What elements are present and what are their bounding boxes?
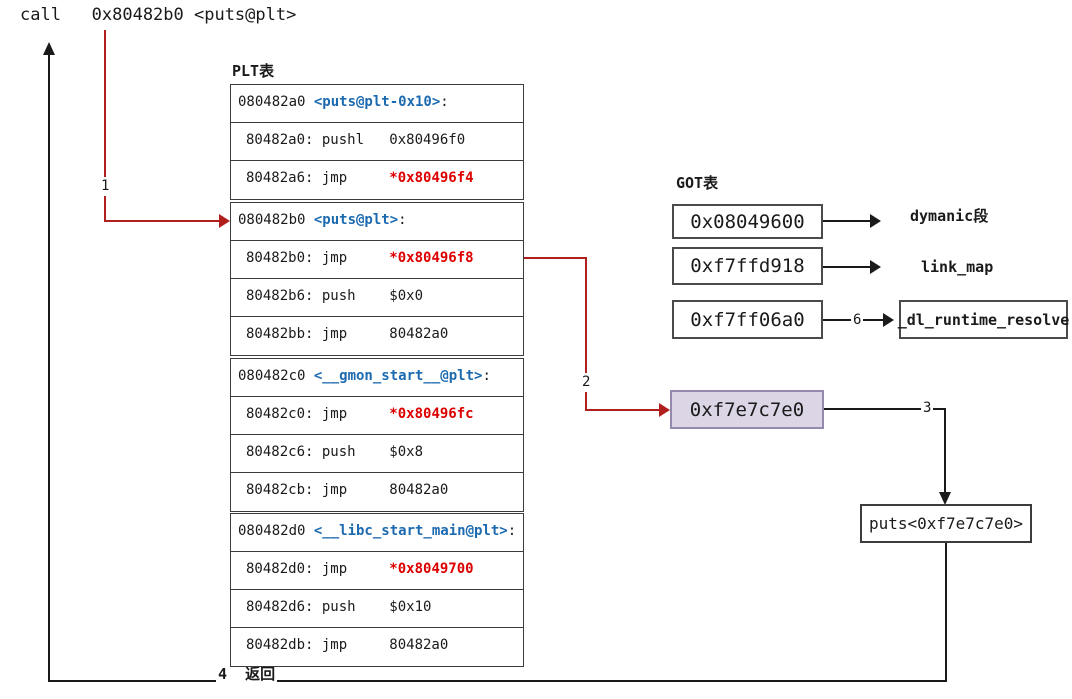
plt-row-text: 80482d6: push $0x10 — [246, 599, 432, 615]
got-arrow1-line — [823, 220, 871, 222]
step3-line-horizontal — [824, 408, 946, 410]
plt-row-highlight: <__libc_start_main@plt> — [313, 523, 508, 539]
step1-line-lower — [104, 196, 106, 222]
step1-line-upper — [104, 30, 106, 177]
call-instruction-text: call 0x80482b0 <puts@plt> — [20, 5, 297, 25]
plt-row-text: 080482d0 — [238, 523, 314, 539]
plt-instruction-row: 80482a0: pushl 0x80496f0 — [231, 123, 523, 161]
plt-symbol-row: 080482b0 <puts@plt>: — [231, 203, 523, 241]
plt-row-text: 80482db: jmp 80482a0 — [246, 637, 449, 653]
step2-label: 2 — [580, 373, 593, 391]
step2-line-down-lower — [585, 392, 587, 411]
puts-target-box: puts<0xf7e7c7e0> — [860, 504, 1032, 543]
plt-symbol-row: 080482a0 <puts@plt-0x10>: — [231, 85, 523, 123]
return-bottom-line — [48, 680, 947, 682]
plt-symbol-row: 080482d0 <__libc_start_main@plt>: — [231, 514, 523, 552]
plt-instruction-row: 80482c6: push $0x8 — [231, 435, 523, 473]
plt-row-text: 80482a0: pushl 0x80496f0 — [246, 132, 466, 148]
plt-row-text: : — [440, 94, 449, 110]
plt-row-text: 80482c0: jmp — [246, 406, 390, 422]
step1-label: 1 — [99, 177, 112, 195]
step2-arrowhead — [659, 403, 670, 417]
dl-runtime-resolve-box: _dl_runtime_resolve — [898, 300, 1069, 339]
plt-row-highlight: <puts@plt> — [313, 212, 399, 228]
plt-instruction-row: 80482d6: push $0x10 — [231, 590, 523, 628]
got-entry-dynamic: 0x08049600 — [672, 204, 823, 239]
got-arrow1-head — [870, 214, 881, 228]
plt-row-text: 80482c6: push $0x8 — [246, 444, 424, 460]
plt-row-highlight: *0x80496f8 — [389, 250, 474, 266]
plt-row-highlight: *0x80496f4 — [389, 170, 474, 186]
plt-row-highlight: <__gmon_start__@plt> — [313, 368, 483, 384]
plt-row-highlight: <puts@plt-0x10> — [313, 94, 441, 110]
return-arrowhead-up — [43, 42, 55, 55]
plt-row-text: 80482d0: jmp — [246, 561, 390, 577]
got-arrow2-line — [823, 266, 871, 268]
step6-label: 6 — [851, 311, 864, 329]
step3-label: 3 — [921, 399, 934, 417]
plt-row-text: 80482b6: push $0x0 — [246, 288, 424, 304]
step2-line-horizontal — [585, 409, 660, 411]
got-entry-linkmap: 0xf7ffd918 — [672, 247, 823, 285]
plt-row-text: : — [482, 368, 491, 384]
plt-instruction-row: 80482db: jmp 80482a0 — [231, 628, 523, 666]
plt-row-text: 080482c0 — [238, 368, 314, 384]
return-left-line — [48, 53, 50, 682]
return-right-line — [945, 543, 947, 682]
plt-row-text: 080482a0 — [238, 94, 314, 110]
plt-instruction-row: 80482d0: jmp *0x8049700 — [231, 552, 523, 590]
plt-group: 080482a0 <puts@plt-0x10>: 80482a0: pushl … — [230, 84, 524, 200]
plt-table-title: PLT表 — [232, 62, 275, 80]
got-table-title: GOT表 — [676, 174, 719, 192]
plt-instruction-row: 80482a6: jmp *0x80496f4 — [231, 161, 523, 199]
step3-line-vertical — [944, 408, 946, 494]
got-arrow6-head — [883, 313, 894, 327]
plt-group: 080482c0 <__gmon_start__@plt>:80482c0: j… — [230, 358, 524, 512]
link-map-label: link_map — [921, 258, 994, 276]
plt-instruction-row: 80482bb: jmp 80482a0 — [231, 317, 523, 355]
got-resolved-entry-box: 0xf7e7c7e0 — [670, 390, 824, 429]
plt-row-text: 80482bb: jmp 80482a0 — [246, 326, 449, 342]
step2-line-exit — [524, 257, 587, 259]
plt-row-text: 080482b0 — [238, 212, 314, 228]
step1-arrowhead — [219, 214, 230, 228]
got-arrow2-head — [870, 260, 881, 274]
got-entry-resolver: 0xf7ff06a0 — [672, 300, 823, 339]
plt-instruction-row: 80482c0: jmp *0x80496fc — [231, 397, 523, 435]
plt-instruction-row: 80482b0: jmp *0x80496f8 — [231, 241, 523, 279]
plt-row-text: : — [398, 212, 407, 228]
plt-instruction-row: 80482b6: push $0x0 — [231, 279, 523, 317]
step4-return-label: 4 返回 — [216, 665, 278, 683]
plt-row-text: 80482a6: jmp — [246, 170, 390, 186]
step2-line-down-upper — [585, 257, 587, 373]
plt-row-highlight: *0x8049700 — [389, 561, 474, 577]
plt-group: 080482d0 <__libc_start_main@plt>:80482d0… — [230, 513, 524, 667]
dynamic-section-label: dymanic段 — [910, 207, 989, 225]
plt-instruction-row: 80482cb: jmp 80482a0 — [231, 473, 523, 511]
plt-row-highlight: *0x80496fc — [389, 406, 474, 422]
plt-row-text: 80482cb: jmp 80482a0 — [246, 482, 449, 498]
step1-line-horizontal — [104, 220, 220, 222]
step3-arrowhead — [939, 492, 951, 505]
plt-row-text: 80482b0: jmp — [246, 250, 390, 266]
plt-group: 080482b0 <puts@plt>:80482b0: jmp *0x8049… — [230, 202, 524, 356]
plt-symbol-row: 080482c0 <__gmon_start__@plt>: — [231, 359, 523, 397]
plt-row-text: : — [507, 523, 517, 539]
